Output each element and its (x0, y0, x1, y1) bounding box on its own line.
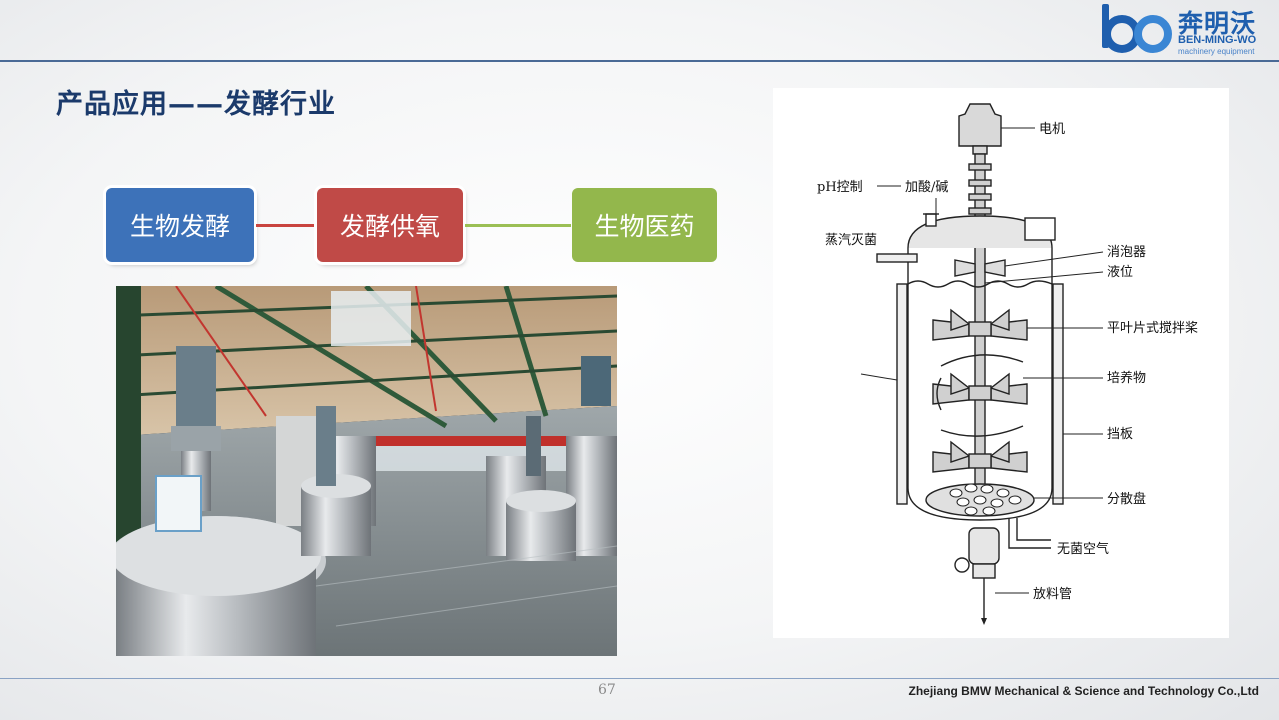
label-motor: 电机 (1039, 122, 1065, 137)
category-bio-fermentation: 生物发酵 (106, 188, 254, 262)
page-title: 产品应用——发酵行业 (56, 89, 336, 120)
label-ph-control: pH控制 (817, 180, 863, 195)
category-fermentation-oxygen: 发酵供氧 (317, 188, 463, 262)
logo-en-text: BEN-MING-WO (1178, 34, 1257, 46)
label-level: 液位 (1107, 265, 1133, 280)
header-divider (0, 60, 1279, 62)
factory-photo (116, 286, 617, 656)
page-number: 67 (598, 682, 616, 698)
label-sterile-air: 无菌空气 (1057, 541, 1109, 557)
label-discharge: 放料管 (1033, 587, 1072, 602)
label-baffle: 挡板 (1107, 427, 1133, 442)
label-acid-base: 加酸/碱 (905, 180, 948, 195)
fermenter-diagram: 电机 pH控制 加酸/碱 蒸汽灭菌 消泡器 液位 平叶片式搅拌桨 培养物 挡板 … (773, 88, 1229, 638)
label-defoamer: 消泡器 (1107, 245, 1146, 260)
connector-line-1 (256, 224, 316, 227)
connector-line-2 (465, 224, 571, 227)
logo-icon (1102, 4, 1172, 53)
company-logo: 奔明沃 BEN-MING-WO machinery equipment (1098, 2, 1274, 58)
label-sparger: 分散盘 (1107, 491, 1146, 507)
label-impeller: 平叶片式搅拌桨 (1107, 320, 1198, 336)
label-steam: 蒸汽灭菌 (825, 233, 877, 248)
footer-divider (0, 678, 1279, 679)
label-culture: 培养物 (1107, 370, 1146, 386)
company-name: Zhejiang BMW Mechanical & Science and Te… (908, 684, 1259, 698)
logo-sub-text: machinery equipment (1178, 47, 1255, 56)
category-biomedicine: 生物医药 (572, 188, 717, 262)
logo-cn-text: 奔明沃 (1178, 9, 1257, 38)
